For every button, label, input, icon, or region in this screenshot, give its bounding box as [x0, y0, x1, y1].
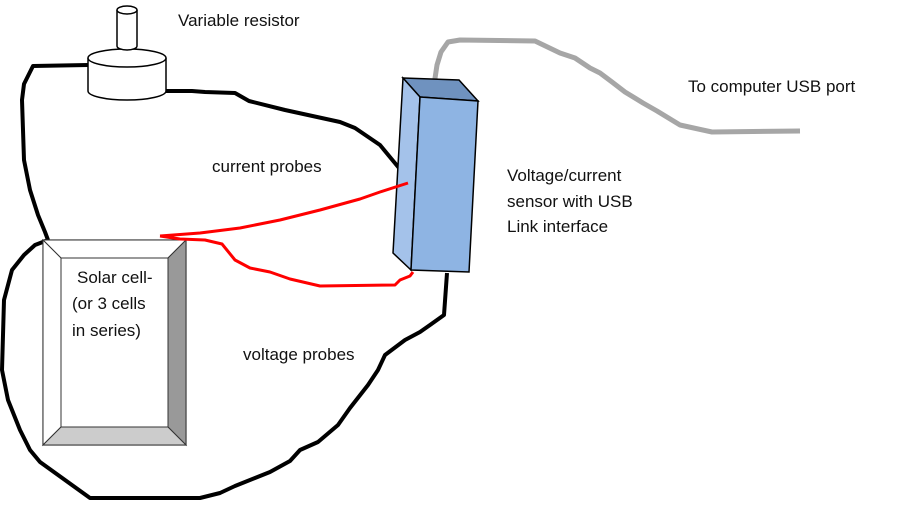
- voltage-current-sensor: [392, 76, 480, 273]
- voltage-probe-wire: [159, 234, 415, 288]
- label-variable-resistor: Variable resistor: [178, 11, 300, 30]
- label-sensor-line1: Voltage/current: [507, 166, 622, 185]
- resistor-top: [87, 48, 167, 68]
- label-sensor: Voltage/current sensor with USB Link int…: [507, 163, 633, 240]
- label-current-probes: current probes: [212, 157, 322, 176]
- solar-cell-panel: [41, 238, 188, 447]
- sensor-front: [410, 96, 479, 273]
- label-solar-line1: Solar cell-: [77, 268, 153, 287]
- label-voltage-probes: voltage probes: [243, 345, 355, 364]
- current-probe-wire: [159, 181, 409, 238]
- panel-bevel-bottom: [41, 426, 188, 446]
- label-sensor-line3: Link interface: [507, 217, 609, 236]
- resistor-knob: [116, 10, 138, 51]
- panel-face: [60, 257, 169, 428]
- usb-cable: [431, 37, 801, 135]
- label-solar-line2: (or 3 cells: [72, 294, 146, 314]
- variable-resistor: [87, 5, 167, 101]
- wire-resistor-to-sensor: [166, 89, 401, 170]
- resistor-knob-top: [116, 5, 138, 15]
- panel-bevel-left: [42, 238, 62, 447]
- label-usb-port: To computer USB port: [688, 77, 856, 96]
- label-sensor-line2: sensor with USB: [507, 191, 633, 211]
- panel-bevel-top: [41, 239, 188, 259]
- label-solar-cell: Solar cell- (or 3 cells in series): [72, 265, 153, 344]
- wire-sensor-to-solar: [0, 238, 449, 500]
- resistor-body: [87, 58, 167, 101]
- label-solar-line3: in series): [72, 320, 141, 340]
- panel-bevel-right: [167, 238, 187, 447]
- wire-resistor-to-solar: [20, 63, 89, 241]
